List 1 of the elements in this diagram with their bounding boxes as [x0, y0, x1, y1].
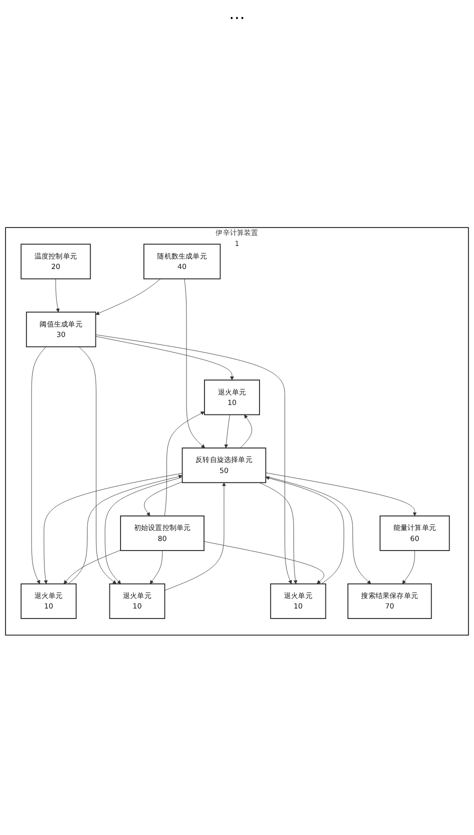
ellipsis-note: … — [229, 4, 245, 23]
